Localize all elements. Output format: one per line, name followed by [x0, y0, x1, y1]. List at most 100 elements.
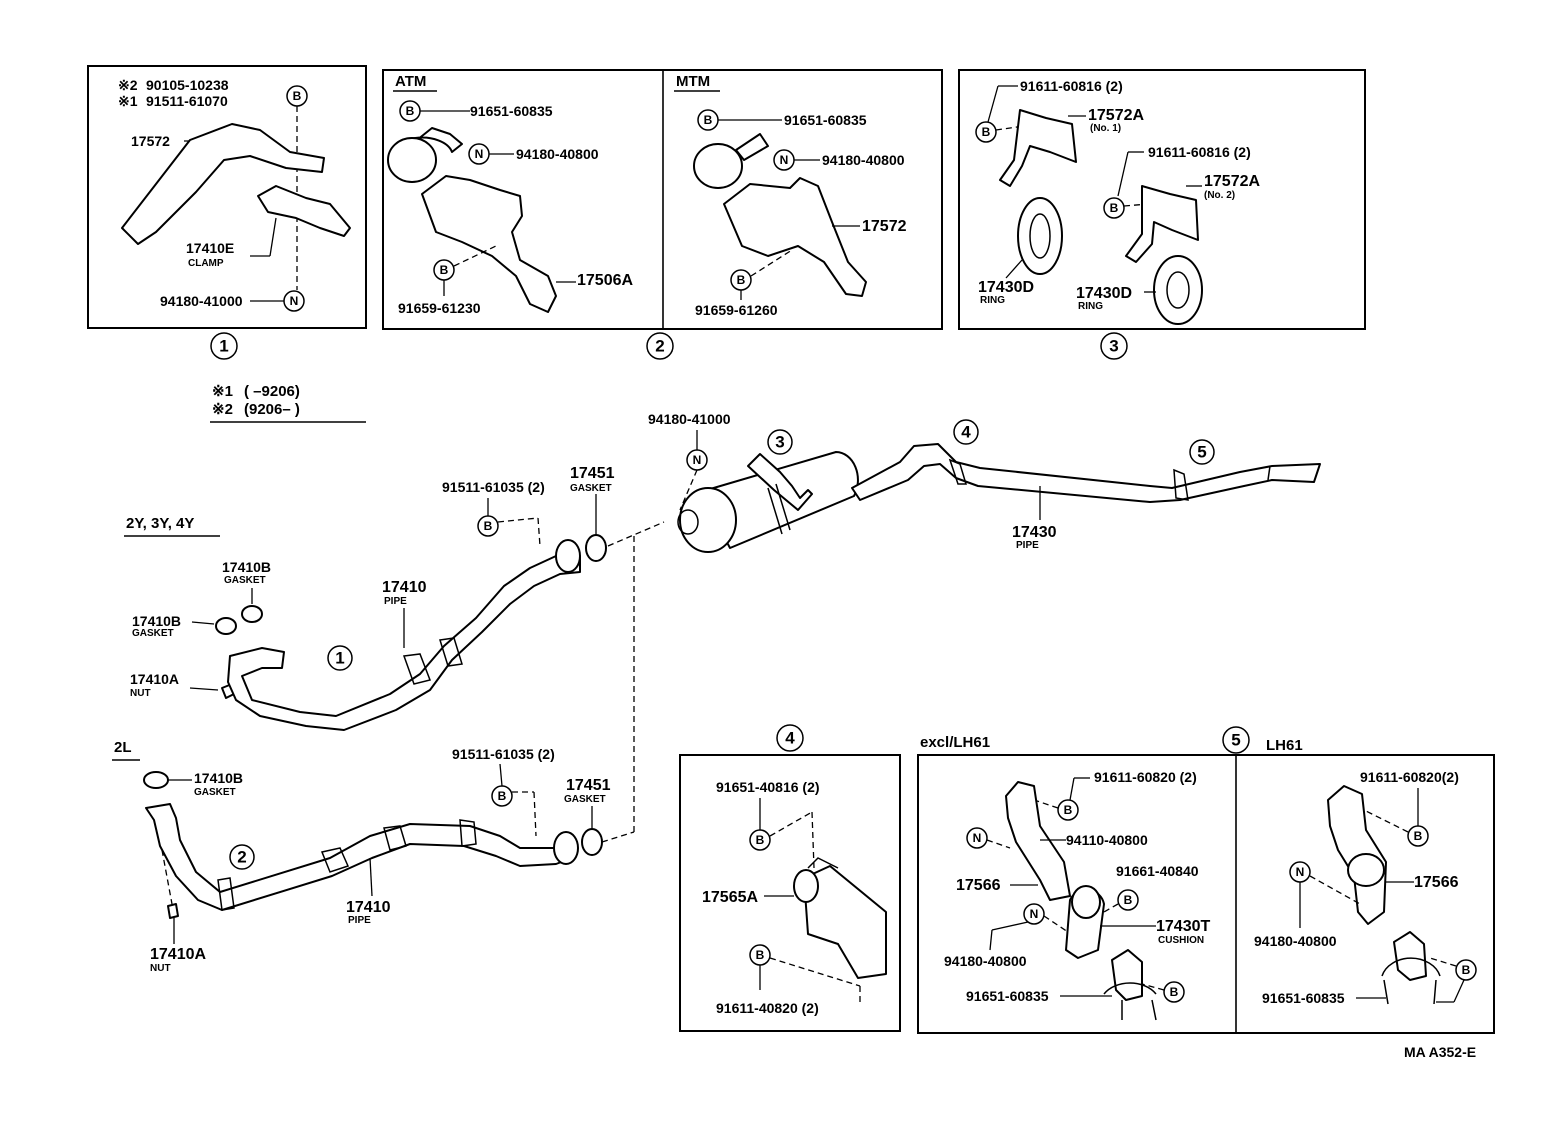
- svg-text:B: B: [406, 104, 415, 118]
- mtm-nut-label: 94180-40800: [822, 152, 905, 168]
- pipe-b-sub: PIPE: [348, 915, 371, 926]
- n-icon: N: [468, 143, 490, 165]
- svg-text:1: 1: [335, 649, 344, 668]
- detail-box-1: ※2 90105-10238 ※1 91511-61070 B 17572 17…: [87, 65, 367, 360]
- note1-range: ( –9206): [244, 383, 300, 400]
- svg-text:B: B: [1064, 803, 1073, 817]
- clamp-17410e-label: 17410E: [186, 240, 234, 256]
- box3-bolt2-label: 91611-60816 (2): [1148, 144, 1251, 160]
- atm-bracket-shape: [421, 175, 557, 313]
- mount-17565a-label: 17565A: [702, 889, 758, 906]
- r-nut-label: 94180-40800: [1254, 933, 1337, 949]
- svg-text:N: N: [693, 453, 702, 467]
- note1-part: 91511-61070: [146, 93, 228, 109]
- b-icon: B: [1057, 799, 1079, 821]
- svg-text:4: 4: [785, 729, 795, 748]
- bracket-17572-shape: [121, 123, 325, 245]
- mtm-bolt-bottom-label: 91659-61260: [695, 302, 778, 318]
- b-icon: B: [433, 259, 455, 281]
- l-bolt-cushion-label: 91661-40840: [1116, 863, 1199, 879]
- svg-text:B: B: [1170, 985, 1179, 999]
- b-icon: B: [1163, 981, 1185, 1003]
- hanger2-shape: [1125, 185, 1199, 263]
- detail-box-4: 4 91651-40816 (2) B 17565A B 91611-40820…: [679, 724, 901, 1032]
- svg-text:N: N: [1030, 907, 1039, 921]
- mount-17565a-shape: [803, 865, 887, 979]
- svg-text:B: B: [440, 263, 449, 277]
- b-icon: B: [749, 944, 771, 966]
- mtm-title: MTM: [676, 73, 710, 90]
- bracket-17572-label: 17572: [131, 133, 170, 149]
- b-icon: B: [399, 100, 421, 122]
- gasket-b-top-label: 17410B: [222, 559, 271, 575]
- bolt-set-a-label: 91511-61035 (2): [442, 479, 545, 495]
- ring1-shape: [1017, 197, 1063, 275]
- clamp-label: CLAMP: [188, 258, 224, 269]
- svg-text:B: B: [756, 833, 765, 847]
- nut-94180-41000-label: 94180-41000: [160, 293, 243, 309]
- svg-text:2: 2: [237, 848, 246, 867]
- circle-4-callout: 4: [953, 419, 979, 445]
- bolt-b-icon: B: [286, 85, 308, 107]
- r-bolt-top-label: 91611-60820(2): [1360, 769, 1459, 785]
- r-bolt-bottom-label: 91651-60835: [1262, 990, 1345, 1006]
- svg-text:B: B: [756, 948, 765, 962]
- ring1-sub: RING: [980, 295, 1005, 306]
- circle-2-callout: 2: [229, 844, 255, 870]
- b-icon: B: [749, 829, 771, 851]
- note1-mark: ※1: [212, 383, 233, 400]
- mtm-bolt-top-label: 91651-60835: [784, 112, 867, 128]
- b-icon: B: [477, 515, 499, 537]
- circle-1-callout: 1: [327, 645, 353, 671]
- detail-box-2: ATM MTM B 91651-60835 N 94180-40800 B 91…: [382, 69, 943, 360]
- hanger2-sub: (No. 2): [1204, 190, 1235, 201]
- l-cushion-sub: CUSHION: [1158, 935, 1204, 946]
- atm-nut-label: 94180-40800: [516, 146, 599, 162]
- front-pipe-2l: 2L 17410B GASKET 17410A NUT 2 17410 PIPE…: [112, 739, 635, 974]
- pipe-b-label: 17410: [346, 899, 391, 916]
- box2-index-circle: 2: [646, 332, 674, 360]
- engine-b-label: 2L: [114, 739, 132, 756]
- nut-a-2l-label: 17410A: [150, 946, 206, 963]
- nut-label: NUT: [130, 688, 151, 699]
- box1-index-circle: 1: [210, 332, 238, 360]
- svg-text:5: 5: [1231, 731, 1240, 750]
- n-icon: N: [966, 827, 988, 849]
- gasket-b-2l-sub: GASKET: [194, 787, 236, 798]
- gasket-label: GASKET: [224, 575, 266, 586]
- svg-text:3: 3: [775, 433, 784, 452]
- box4-bolt-top-label: 91651-40816 (2): [716, 779, 820, 795]
- svg-text:N: N: [475, 147, 484, 161]
- box5-index-circle: 5: [1222, 726, 1250, 754]
- svg-text:N: N: [973, 831, 982, 845]
- gasket-label-2: GASKET: [132, 628, 174, 639]
- hanger1-sub: (No. 1): [1090, 123, 1121, 134]
- atm-bolt-top-label: 91651-60835: [470, 103, 553, 119]
- muffler-shape: [699, 451, 859, 549]
- nut-a-label: 17410A: [130, 671, 179, 687]
- mtm-bracket-label: 17572: [862, 218, 907, 235]
- atm-bolt-bottom-label: 91659-61230: [398, 300, 481, 316]
- circle-3-callout: 3: [767, 429, 793, 455]
- front-pipe-b-shape: [145, 803, 573, 911]
- b-icon: B: [730, 269, 752, 291]
- atm-title: ATM: [395, 73, 426, 90]
- detail-box-3: 91611-60816 (2) B 17572A (No. 1) 17430D …: [958, 69, 1366, 360]
- nut-n-icon: N: [283, 290, 305, 312]
- l-bolt-bottom-label: 91651-60835: [966, 988, 1049, 1004]
- ring2-sub: RING: [1078, 301, 1103, 312]
- box4-index-circle: 4: [776, 724, 804, 752]
- pipe-label: PIPE: [1016, 540, 1039, 551]
- bolt-set-b-label: 91511-61035 (2): [452, 746, 555, 762]
- ring1-label: 17430D: [978, 279, 1034, 296]
- muffler-nut-label: 94180-41000: [648, 411, 731, 427]
- box4-bolt-bottom-label: 91611-40820 (2): [716, 1000, 819, 1016]
- l-bracket-17566-shape: [1005, 781, 1071, 901]
- muffler-assembly: 94180-41000 N 3 4 5 17430 PIPE: [648, 411, 1321, 553]
- b-icon: B: [975, 121, 997, 143]
- ring2-shape: [1153, 255, 1203, 325]
- n-icon: N: [686, 449, 708, 471]
- gasket-b-2l-label: 17410B: [194, 770, 243, 786]
- gasket-17451-b-sub: GASKET: [564, 794, 606, 805]
- note2-mark: ※2: [212, 401, 233, 418]
